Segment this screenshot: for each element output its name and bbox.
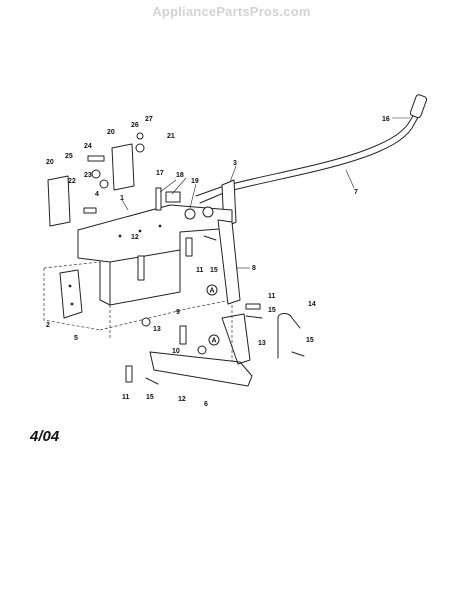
upper-fasteners xyxy=(83,132,214,220)
watermark: AppliancePartsPros.com xyxy=(152,4,311,19)
revision-date: 4/04 xyxy=(30,428,60,445)
callout-13b: 13 xyxy=(258,340,266,347)
clip-a xyxy=(145,377,159,385)
pin-lower xyxy=(125,365,133,383)
callout-16: 16 xyxy=(382,116,390,123)
clip-c xyxy=(203,235,217,241)
callout-11: 11 xyxy=(196,267,204,274)
leader-lines xyxy=(121,117,410,269)
handle-grip xyxy=(409,94,428,119)
bolt-center xyxy=(137,255,145,281)
callout-22: 22 xyxy=(68,178,76,185)
clip-b xyxy=(291,351,305,357)
pin-upper xyxy=(185,237,193,257)
callout-5: 5 xyxy=(74,335,78,342)
callout-25: 25 xyxy=(65,153,73,160)
callout-10: 10 xyxy=(172,348,180,355)
callout-26: 26 xyxy=(131,122,139,129)
callout-11c: 11 xyxy=(122,394,130,401)
callout-17: 17 xyxy=(156,170,164,177)
callout-15b: 15 xyxy=(268,307,276,314)
callout-14: 14 xyxy=(308,301,316,308)
callout-11b: 11 xyxy=(268,293,276,300)
bolt-9 xyxy=(179,325,187,345)
hairpin-clip xyxy=(277,313,301,359)
reference-marker-upper: A xyxy=(206,284,218,296)
callout-20b: 20 xyxy=(46,159,54,166)
side-plate-right xyxy=(111,143,135,191)
callout-9: 9 xyxy=(176,309,180,316)
callout-1: 1 xyxy=(120,195,124,202)
nut-lower xyxy=(141,317,151,327)
callout-6: 6 xyxy=(204,401,208,408)
callout-20: 20 xyxy=(107,129,115,136)
clip-d xyxy=(245,315,263,319)
callout-18: 18 xyxy=(176,172,184,179)
lift-arm xyxy=(149,351,253,387)
callout-24: 24 xyxy=(84,143,92,150)
side-plate-left xyxy=(47,175,71,227)
left-bracket xyxy=(59,269,83,319)
link-rod xyxy=(217,219,241,305)
callout-15: 15 xyxy=(210,267,218,274)
callout-labels: 16 7 3 27 26 20 21 24 25 20 23 22 4 17 1… xyxy=(46,116,390,408)
callout-2: 2 xyxy=(46,322,50,329)
callout-15d: 15 xyxy=(146,394,154,401)
callout-12b: 12 xyxy=(178,396,186,403)
reference-marker-lower: A xyxy=(208,334,220,346)
washer-10 xyxy=(197,345,207,355)
callout-27: 27 xyxy=(145,116,153,123)
main-bracket xyxy=(77,204,233,306)
callout-15c: 15 xyxy=(306,337,314,344)
callout-8: 8 xyxy=(252,265,256,272)
callout-19: 19 xyxy=(191,178,199,185)
callout-13: 13 xyxy=(153,326,161,333)
svg-text:A: A xyxy=(210,288,215,295)
callout-23: 23 xyxy=(84,172,92,179)
lift-lever xyxy=(195,94,428,204)
svg-text:A: A xyxy=(212,338,217,345)
callout-3: 3 xyxy=(233,160,237,167)
pin-right xyxy=(245,303,261,310)
callout-12: 12 xyxy=(131,234,139,241)
callout-21: 21 xyxy=(167,133,175,140)
callout-4: 4 xyxy=(95,191,99,198)
callout-7: 7 xyxy=(354,189,358,196)
